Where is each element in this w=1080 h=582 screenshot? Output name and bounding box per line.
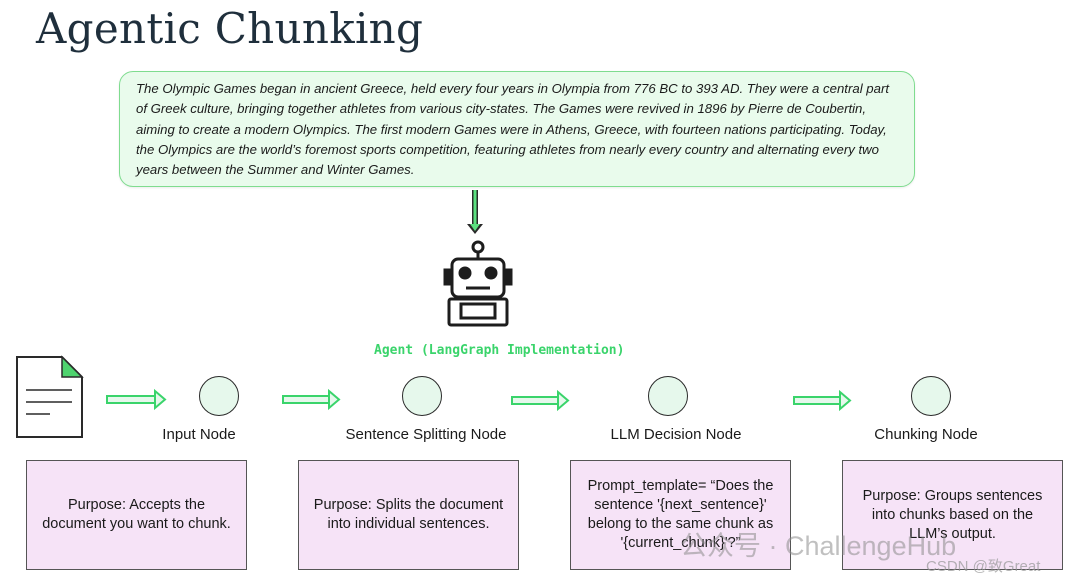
sentence-splitting-purpose-box: Purpose: Splits the document into indivi…	[298, 460, 519, 570]
chunking-purpose: Purpose: Groups sentences into chunks ba…	[862, 487, 1043, 542]
document-icon	[16, 355, 84, 438]
watermark-csdn: CSDN @致Great	[926, 558, 1041, 575]
agent-label: Agent (LangGraph Implementation)	[374, 343, 625, 358]
chunking-purpose-box: Purpose: Groups sentences into chunks ba…	[842, 460, 1063, 570]
chunking-node-circle	[911, 376, 951, 416]
arrow-right-icon	[106, 388, 167, 411]
arrow-right-icon	[282, 388, 341, 411]
llm-decision-node-circle	[648, 376, 688, 416]
llm-decision-purpose-box: Prompt_template= “Does the sentence '{ne…	[570, 460, 791, 570]
source-text-box: The Olympic Games began in ancient Greec…	[119, 71, 915, 187]
robot-icon	[443, 240, 513, 327]
sentence-splitting-node-circle	[402, 376, 442, 416]
llm-decision-node-label: LLM Decision Node	[610, 426, 742, 443]
input-node-purpose: Purpose: Accepts the document you want t…	[42, 497, 231, 532]
sentence-splitting-node-label: Sentence Splitting Node	[345, 426, 507, 443]
arrow-down-icon	[467, 190, 483, 234]
source-text: The Olympic Games began in ancient Greec…	[136, 81, 890, 178]
llm-decision-prompt-template: Prompt_template= “Does the sentence '{ne…	[587, 478, 774, 551]
chunking-node-label: Chunking Node	[874, 426, 978, 443]
input-node-circle	[199, 376, 239, 416]
watermark: 公众号 · ChallengeHub	[680, 531, 957, 561]
input-node-label: Input Node	[162, 426, 236, 443]
input-node-purpose-box: Purpose: Accepts the document you want t…	[26, 460, 247, 570]
sentence-splitting-purpose: Purpose: Splits the document into indivi…	[313, 497, 504, 532]
arrow-right-icon	[793, 389, 852, 412]
arrow-right-icon	[511, 389, 570, 412]
page-title: Agentic Chunking	[36, 4, 424, 53]
